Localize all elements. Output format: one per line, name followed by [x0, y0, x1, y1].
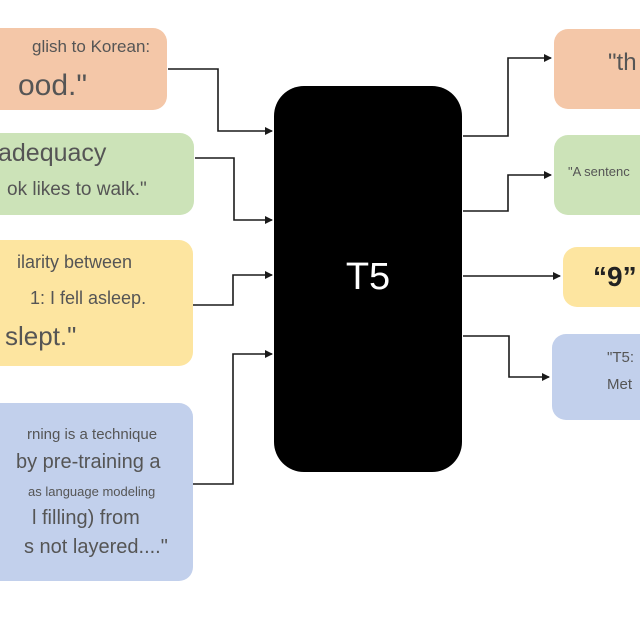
input-box-summarize: rning is a technique by pre-training a a… — [0, 403, 193, 581]
arrow-input-cola — [195, 157, 273, 224]
arrow-input-translate — [168, 68, 273, 135]
input-cola-line1: adequacy — [0, 139, 107, 167]
input-box-cola: adequacy ok likes to walk." — [0, 133, 194, 215]
input-stsb-line1: ilarity between — [17, 252, 133, 272]
input-translate-line2: ood." — [18, 69, 88, 102]
input-summarize-line1: rning is a technique — [27, 426, 158, 443]
output-stsb-text: “9” — [593, 261, 637, 292]
output-summarize-line1: "T5: — [607, 349, 634, 366]
output-summarize-line2: Met — [607, 376, 633, 393]
input-summarize-line5: s not layered...." — [24, 536, 168, 558]
arrow-output-summarize — [463, 335, 550, 381]
output-box-translate: "th — [554, 29, 640, 109]
input-summarize-line2: by pre-training a — [16, 451, 161, 473]
t5-model-block: T5 — [274, 86, 462, 472]
input-box-translate: glish to Korean: ood." — [0, 28, 167, 110]
arrow-output-translate — [463, 54, 552, 137]
input-box-stsb: ilarity between 1: I fell asleep. slept.… — [0, 240, 193, 366]
output-box-summarize: "T5: Met — [552, 334, 640, 420]
arrow-input-summarize — [193, 350, 273, 485]
output-cola-text: "A sentenc — [568, 164, 630, 179]
output-box-cola: "A sentenc — [554, 135, 640, 215]
output-translate-text: "th — [608, 49, 637, 76]
arrow-input-stsb — [193, 271, 273, 306]
input-summarize-line4: l filling) from — [32, 507, 140, 529]
input-summarize-line3: as language modeling — [28, 484, 156, 499]
input-translate-line1: glish to Korean: — [32, 37, 151, 56]
input-stsb-line2: 1: I fell asleep. — [30, 288, 147, 308]
model-label: T5 — [345, 256, 391, 298]
output-box-stsb: “9” — [563, 247, 640, 307]
input-cola-line2: ok likes to walk." — [7, 179, 147, 200]
input-stsb-line3: slept." — [5, 321, 77, 351]
arrow-output-cola — [463, 171, 552, 212]
